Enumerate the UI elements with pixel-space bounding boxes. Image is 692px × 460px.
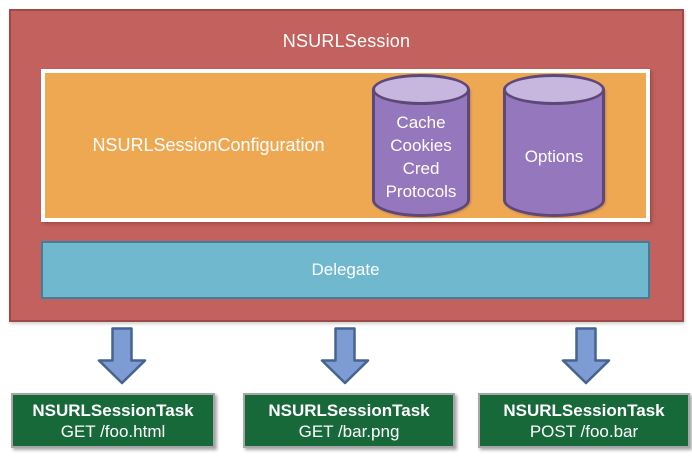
task-request: POST /foo.bar — [529, 421, 639, 441]
cache-store-cylinder-icon: Cache Cookies Cred Protocols — [372, 74, 470, 217]
cylinder-top-ellipse — [503, 74, 605, 105]
nsurlsession-title: NSURLSession — [282, 31, 411, 51]
delegate-box: Delegate — [41, 241, 650, 299]
store-line: Cred — [402, 158, 440, 178]
cylinder-top-ellipse — [372, 74, 470, 105]
configuration-label: NSURLSessionConfiguration — [92, 135, 325, 155]
task-box: NSURLSessionTask GET /foo.html — [11, 393, 215, 448]
configuration-box: NSURLSessionConfiguration Cache Cookies … — [41, 69, 650, 222]
task-box: NSURLSessionTask POST /foo.bar — [478, 393, 690, 448]
task-title: NSURLSessionTask — [503, 400, 665, 420]
delegate-label: Delegate — [311, 260, 380, 279]
store-line: Cache — [396, 112, 446, 132]
down-arrow-icon — [561, 327, 611, 385]
task-box: NSURLSessionTask GET /bar.png — [243, 393, 455, 448]
task-request: GET /foo.html — [60, 421, 166, 441]
options-store-cylinder-icon: Options — [503, 74, 605, 217]
cylinder-body — [372, 89, 470, 217]
task-title: NSURLSessionTask — [268, 400, 430, 420]
down-arrow-icon — [320, 327, 370, 385]
store-line: Cookies — [390, 135, 452, 155]
options-store-label: Options — [503, 102, 605, 211]
cylinder-body — [503, 89, 605, 217]
task-title: NSURLSessionTask — [32, 400, 194, 420]
nsurlsession-box: NSURLSession NSURLSessionConfiguration C… — [9, 9, 684, 322]
task-request: GET /bar.png — [298, 421, 400, 441]
down-arrow-icon — [97, 327, 147, 385]
store-line: Options — [524, 147, 584, 166]
store-line: Protocols — [385, 181, 457, 201]
cache-store-label: Cache Cookies Cred Protocols — [372, 102, 470, 211]
